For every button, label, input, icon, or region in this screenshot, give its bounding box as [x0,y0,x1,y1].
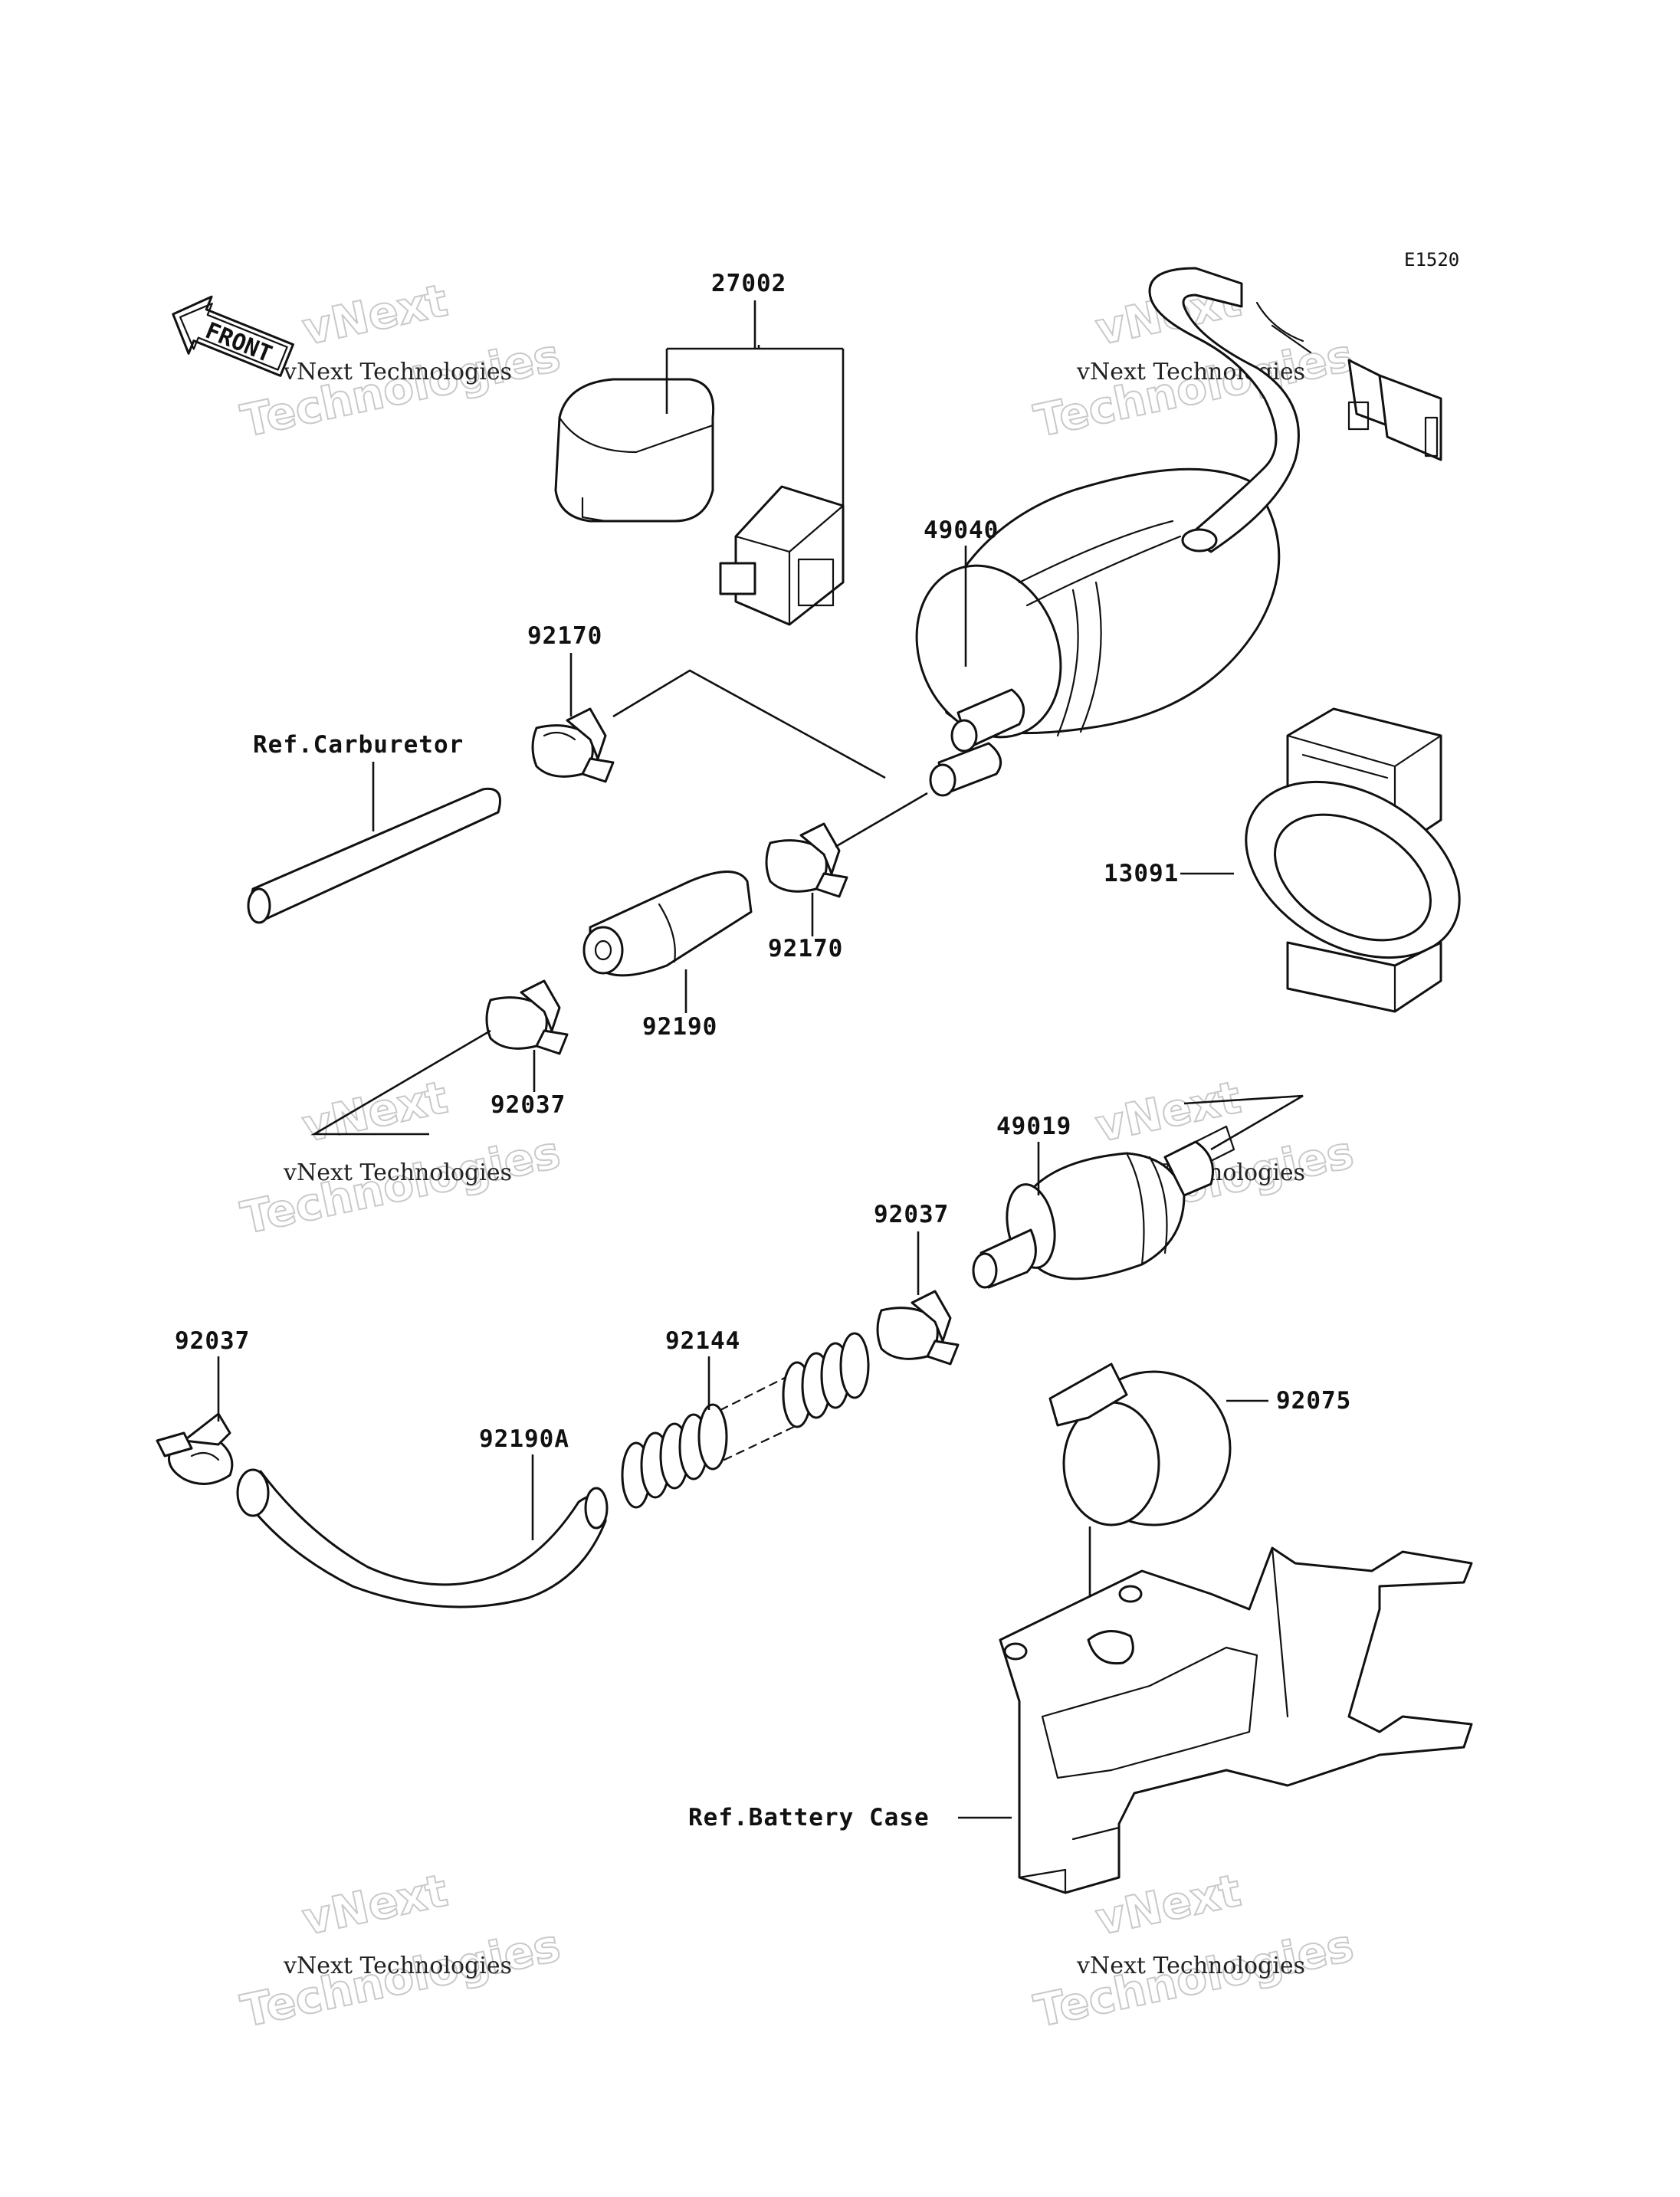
battery-case-bracket [999,1546,1473,1894]
watermark-text: vNext Technologies [283,1953,512,1979]
watermark-word-bottom: Technologies [1030,329,1358,447]
label-92170-top: 92170 [527,622,602,650]
watermark-word-top: vNext [298,274,452,356]
hose-92190 [582,871,753,977]
label-92037-left: 92037 [491,1091,566,1119]
spring-92144 [621,1332,870,1509]
fuel-filter-49019 [972,1125,1235,1289]
front-arrow-icon: FRONT [172,295,294,377]
watermark-top-right: vNext Technologies vNext Technologies [1029,274,1359,448]
hose-92190A [236,1468,609,1608]
clamp-92170-mid [765,822,848,898]
leader-92170-top-to-pump [612,669,886,779]
label-92075: 92075 [1276,1387,1351,1415]
label-92037-lower: 92037 [175,1327,250,1355]
watermark-bottom-left: vNext Technologies vNext Technologies [236,1864,566,2038]
label-27002: 27002 [711,270,786,297]
watermark-word-top: vNext [1091,1071,1245,1153]
hose-end [1181,528,1218,553]
holder-13091 [1245,707,1461,1013]
label-ref-carburetor: Ref.Carburetor [253,731,464,759]
watermark-word-top: vNext [298,1071,452,1153]
label-92190A: 92190A [479,1425,569,1453]
label-49019: 49019 [996,1113,1071,1140]
leader-92170-mid-to-pump [835,792,928,848]
connector-27002 [719,485,845,626]
label-49040: 49040 [924,516,999,544]
leader-49019-outlet [1183,1094,1304,1151]
grommet-92075 [1048,1362,1232,1526]
watermark-text: vNext Technologies [283,1159,512,1186]
label-ref-battery-case: Ref.Battery Case [688,1804,930,1831]
watermark-text: vNext Technologies [283,359,512,385]
label-92037-mid: 92037 [874,1201,949,1228]
label-92170-mid: 92170 [768,935,843,962]
label-92144: 92144 [665,1327,740,1355]
pump-hose [1148,267,1300,553]
clamp-92037-left [485,979,569,1055]
pump-connector [1255,301,1442,461]
clamp-92170-top [531,707,615,783]
watermark-word-top: vNext [298,1864,452,1946]
label-92190: 92190 [642,1013,717,1041]
carburetor-hose [247,787,501,924]
diagram-code: E1520 [1404,249,1459,271]
label-13091: 13091 [1104,860,1179,887]
clamp-92037-mid [876,1290,960,1366]
relay-27002 [554,378,715,523]
watermark-text: vNext Technologies [1076,1953,1305,1979]
clamp-92037-lower [156,1412,234,1485]
leader-92037-left-to-carb [310,1029,491,1136]
watermark-bottom-right: vNext Technologies vNext Technologies [1029,1864,1359,2038]
